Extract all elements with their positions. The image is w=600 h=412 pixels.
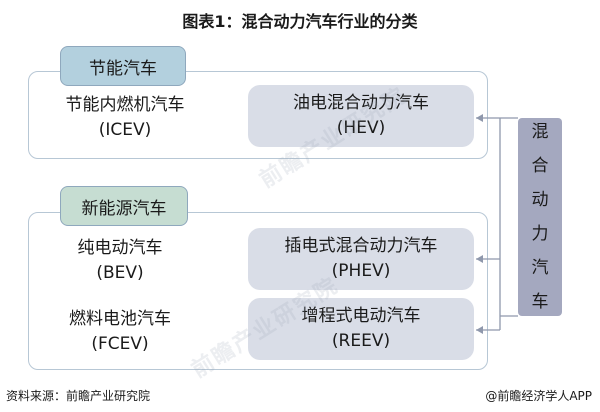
icev-item: 节能内燃机汽车 (ICEV) [40,93,210,143]
energy-saving-tab: 节能汽车 [60,46,186,86]
reev-abbr: (REEV) [331,331,391,351]
side-char-3: 动 [531,190,549,210]
hev-box: 油电混合动力汽车 (HEV) [248,85,474,147]
arrow-reev [476,326,483,334]
reev-box: 增程式电动汽车 (REEV) [248,298,474,360]
new-energy-tab: 新能源汽车 [60,186,188,226]
fcev-abbr: (FCEV) [91,334,149,354]
bev-abbr: (BEV) [96,263,144,283]
source-note: 资料来源：前瞻产业研究院 [6,389,151,403]
bev-name: 纯电动汽车 [77,238,163,258]
bev-item: 纯电动汽车 (BEV) [40,236,200,286]
chart-title: 图表1：混合动力汽车行业的分类 [182,12,418,31]
phev-name: 插电式混合动力汽车 [284,236,438,256]
fcev-item: 燃料电池汽车 (FCEV) [40,307,200,357]
brand-credit: @前瞻经济学人APP [485,389,592,403]
side-char-4: 力 [531,224,549,244]
side-char-1: 混 [531,122,549,142]
fcev-name: 燃料电池汽车 [69,309,171,329]
side-char-5: 汽 [531,258,549,278]
icev-abbr: (ICEV) [98,120,152,140]
icev-name: 节能内燃机汽车 [65,95,185,115]
hybrid-side-label: 混 合 动 力 汽 车 [518,118,562,316]
hev-abbr: (HEV) [336,118,386,138]
arrow-hev [476,114,483,122]
energy-saving-label: 节能汽车 [89,58,157,79]
side-char-6: 车 [531,292,549,312]
new-energy-label: 新能源汽车 [81,198,167,219]
hev-name: 油电混合动力汽车 [293,93,429,113]
side-char-2: 合 [531,156,549,176]
reev-name: 增程式电动汽车 [301,306,421,326]
phev-abbr: (PHEV) [331,261,391,281]
arrow-phev [476,255,483,263]
phev-box: 插电式混合动力汽车 (PHEV) [248,228,474,290]
